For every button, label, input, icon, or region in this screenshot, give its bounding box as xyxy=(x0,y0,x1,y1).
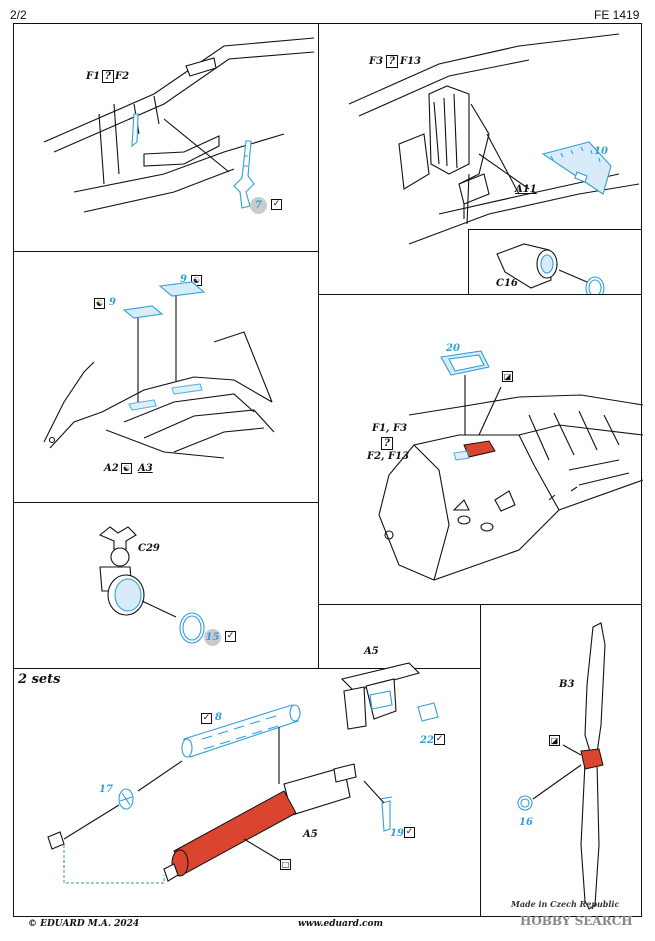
ref-c29: C29 xyxy=(138,543,160,554)
gun-mount-drawing xyxy=(340,662,439,730)
paint-icon-20: ◪ xyxy=(502,371,513,382)
step-panel-1: F1 ? F2 7 ✓ xyxy=(13,23,319,252)
check-box-15[interactable]: ✓ xyxy=(225,631,236,642)
mask-icon-left: ☯ xyxy=(94,298,105,309)
valve-handle-drawing xyxy=(98,526,205,644)
label-part-20: 20 xyxy=(446,343,460,354)
ref-q: ? xyxy=(102,70,114,83)
check-box-22[interactable]: ✓ xyxy=(434,734,445,745)
paint-icon-b3: ◪ xyxy=(549,735,560,746)
step-panel-5: 20 ◪ F1, F3 ? F2, F13 xyxy=(318,294,644,605)
ref-f2: F2 xyxy=(115,71,130,82)
ref-f1-f3: F1, F3 xyxy=(372,423,408,434)
label-part-19: 19 xyxy=(390,828,404,839)
step-panel-8: B3 ◪ 16 Made in Czech Republic xyxy=(480,604,642,917)
wing-root-drawing xyxy=(43,281,275,459)
gunsight-drawing xyxy=(496,243,605,300)
label-part-9-right: 9 xyxy=(180,274,187,285)
label-part-8: 8 xyxy=(215,712,222,723)
cockpit-side-drawing xyxy=(43,37,315,213)
part-15-bubble: 15 xyxy=(204,629,221,646)
ref-a2: A2 xyxy=(104,463,119,474)
ref-c16: C16 xyxy=(496,278,518,289)
ref-f2-f13: F2, F13 xyxy=(367,451,410,462)
label-part-9-left: 9 xyxy=(109,297,116,308)
check-box-7[interactable]: ✓ xyxy=(271,199,282,210)
ref-f1: F1 xyxy=(86,71,101,82)
ref-q2: ? xyxy=(386,55,398,68)
label-part-16: 16 xyxy=(519,817,533,828)
ref-a5: A5 xyxy=(303,829,318,840)
mask-icon-a2: ☯ xyxy=(121,463,132,474)
check-box-8[interactable]: ✓ xyxy=(201,713,212,724)
small-lever-ref xyxy=(131,113,139,148)
step-panel-4: ☯ 9 9 ☯ A2 ☯ A3 xyxy=(13,251,319,503)
ref-b3: B3 xyxy=(559,679,575,690)
label-part-17: 17 xyxy=(99,784,113,795)
ref-f13: F13 xyxy=(400,56,422,67)
step-panel-7: 2 sets A5 22 ✓ ✓ 8 xyxy=(13,646,481,917)
propeller-drawing xyxy=(517,622,606,910)
ref-a5-top: A5 xyxy=(364,646,379,657)
ref-q5: ? xyxy=(381,437,393,450)
ref-a11: A11 xyxy=(515,184,537,195)
step-panel-6: C29 15 ✓ xyxy=(13,502,319,669)
title-2-sets: 2 sets xyxy=(18,672,61,687)
copyright: © EDUARD M.A. 2024 xyxy=(28,919,140,929)
website: www.eduard.com xyxy=(298,919,384,929)
machine-gun-drawing xyxy=(47,704,393,884)
part-7-bubble: 7 xyxy=(250,197,267,214)
ref-f3: F3 xyxy=(369,56,384,67)
label-part-10: 10 xyxy=(594,146,608,157)
label-part-22: 22 xyxy=(420,735,434,746)
made-in: Made in Czech Republic xyxy=(511,899,620,909)
watermark: HOBBY SEARCH xyxy=(520,914,633,928)
fuselage-nose-drawing xyxy=(378,350,644,581)
paint-note-icon: □ xyxy=(280,859,291,870)
ref-a3: A3 xyxy=(138,463,153,474)
product-code: FE 1419 xyxy=(594,8,640,22)
page-number: 2/2 xyxy=(10,8,27,22)
check-box-19[interactable]: ✓ xyxy=(404,827,415,838)
part-10-gauge xyxy=(541,141,612,195)
